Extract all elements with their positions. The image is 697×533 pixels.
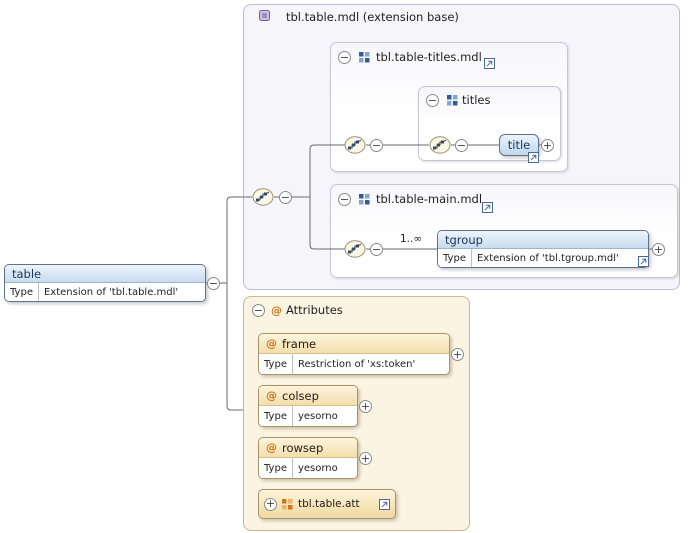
root-sequence-collapse-toggle[interactable]: − xyxy=(279,191,292,204)
minus-glyph: − xyxy=(339,192,350,206)
attribute-frame-name: frame xyxy=(282,336,317,351)
extension-base-title: tbl.table.mdl (extension base) xyxy=(286,10,459,24)
at-icon: @ xyxy=(271,304,282,317)
attribute-colsep[interactable]: @ colsep Type yesorno xyxy=(258,385,358,427)
type-label: Type xyxy=(259,354,293,374)
plus-glyph: + xyxy=(360,451,371,465)
rowsep-expand-toggle[interactable]: + xyxy=(359,452,372,465)
element-title-name: title xyxy=(507,138,531,152)
minus-glyph: − xyxy=(208,276,219,290)
title-expand-toggle[interactable]: + xyxy=(541,139,554,152)
plus-glyph: + xyxy=(360,399,371,413)
type-label: Type xyxy=(438,249,472,267)
attribute-group-icon xyxy=(281,498,294,511)
attribute-colsep-name: colsep xyxy=(282,388,319,403)
plus-glyph: + xyxy=(452,347,463,361)
attributes-collapse-toggle[interactable]: − xyxy=(252,304,265,317)
type-value: Restriction of 'xs:token' xyxy=(297,358,416,370)
titles-sequence-collapse-toggle[interactable]: − xyxy=(455,139,468,152)
titles-title: titles xyxy=(462,93,491,107)
minus-glyph: − xyxy=(253,303,264,317)
at-icon: @ xyxy=(266,337,277,350)
element-tgroup[interactable]: tgroup Type Extension of 'tbl.tgroup.mdl… xyxy=(437,230,649,268)
link-icon[interactable] xyxy=(528,152,539,163)
element-tgroup-type-row: Type Extension of 'tbl.tgroup.mdl' xyxy=(438,249,648,267)
frame-expand-toggle[interactable]: + xyxy=(451,348,464,361)
tgroup-expand-toggle[interactable]: + xyxy=(652,243,665,256)
plus-glyph: + xyxy=(265,497,276,510)
element-table-header: table xyxy=(5,265,205,283)
attribute-frame[interactable]: @ frame Type Restriction of 'xs:token' xyxy=(258,333,450,375)
main-mdl-collapse-toggle[interactable]: − xyxy=(338,193,351,206)
at-icon: @ xyxy=(266,441,277,454)
plus-glyph: + xyxy=(653,242,664,256)
link-icon[interactable] xyxy=(638,256,649,267)
link-icon[interactable] xyxy=(484,58,495,69)
type-label: Type xyxy=(259,406,293,426)
element-table-name: table xyxy=(12,266,42,281)
plus-glyph: + xyxy=(542,138,553,152)
main-mdl-title: tbl.table-main.mdl xyxy=(376,192,483,206)
model-group-icon xyxy=(358,51,371,64)
attribute-colsep-header: @ colsep xyxy=(259,386,357,406)
link-icon[interactable] xyxy=(482,202,493,213)
table-att-expand-toggle[interactable]: + xyxy=(264,497,277,511)
titles-mdl-sequence-collapse-toggle[interactable]: − xyxy=(370,139,383,152)
attribute-rowsep-header: @ rowsep xyxy=(259,438,357,458)
element-tgroup-name: tgroup xyxy=(445,232,483,247)
attributes-title: Attributes xyxy=(286,303,343,317)
attribute-rowsep[interactable]: @ rowsep Type yesorno xyxy=(258,437,358,479)
attribute-group-name: tbl.table.att xyxy=(298,498,360,510)
complex-type-icon xyxy=(258,8,271,23)
table-collapse-toggle[interactable]: − xyxy=(207,277,220,290)
type-value: Extension of 'tbl.table.mdl' xyxy=(43,286,179,298)
minus-glyph: − xyxy=(456,138,467,152)
minus-glyph: − xyxy=(339,50,350,64)
attribute-rowsep-type-row: Type yesorno xyxy=(259,458,357,478)
model-group-icon xyxy=(446,94,459,107)
type-value: yesorno xyxy=(297,462,338,474)
attribute-frame-type-row: Type Restriction of 'xs:token' xyxy=(259,354,449,374)
minus-glyph: − xyxy=(280,190,291,204)
element-tgroup-header: tgroup xyxy=(438,231,648,249)
titles-mdl-collapse-toggle[interactable]: − xyxy=(338,51,351,64)
type-label: Type xyxy=(5,283,39,301)
at-icon: @ xyxy=(266,389,277,402)
link-icon[interactable] xyxy=(379,498,390,510)
main-sequence-collapse-toggle[interactable]: − xyxy=(370,243,383,256)
attribute-group-table-att[interactable]: + tbl.table.att xyxy=(258,489,396,519)
attribute-frame-header: @ frame xyxy=(259,334,449,354)
sequence-compositor-icon[interactable] xyxy=(429,136,451,154)
type-value: yesorno xyxy=(297,410,338,422)
element-table[interactable]: table Type Extension of 'tbl.table.mdl' xyxy=(4,264,206,302)
model-group-icon xyxy=(358,193,371,206)
attribute-colsep-type-row: Type yesorno xyxy=(259,406,357,426)
titles-collapse-toggle[interactable]: − xyxy=(426,94,439,107)
minus-glyph: − xyxy=(371,138,382,152)
occurrence-label: 1..∞ xyxy=(400,233,423,245)
colsep-expand-toggle[interactable]: + xyxy=(359,400,372,413)
minus-glyph: − xyxy=(371,242,382,256)
titles-mdl-title: tbl.table-titles.mdl xyxy=(376,50,482,64)
sequence-compositor-icon[interactable] xyxy=(344,136,366,154)
element-table-type-row: Type Extension of 'tbl.table.mdl' xyxy=(5,283,205,301)
sequence-compositor-icon[interactable] xyxy=(344,240,366,258)
attribute-rowsep-name: rowsep xyxy=(282,440,324,455)
minus-glyph: − xyxy=(427,93,438,107)
sequence-compositor-icon[interactable] xyxy=(252,188,274,206)
type-value: Extension of 'tbl.tgroup.mdl' xyxy=(476,252,619,264)
type-label: Type xyxy=(259,458,293,478)
